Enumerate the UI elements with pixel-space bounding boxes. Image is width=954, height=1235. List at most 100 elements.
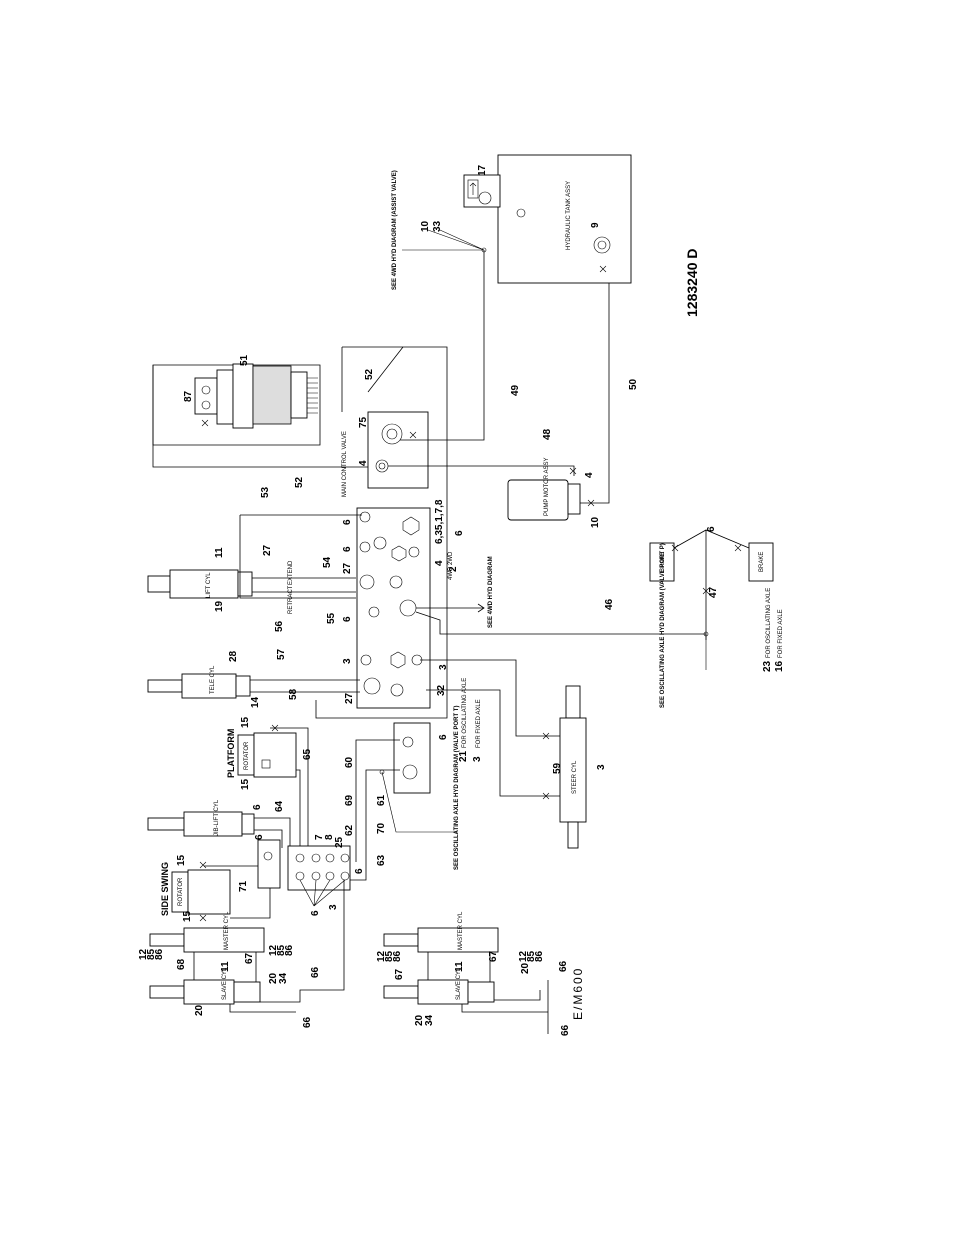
callout-23: 23 — [762, 660, 773, 672]
callout-3-steer: 3 — [596, 764, 607, 770]
svg-text:MASTER CYL: MASTER CYL — [458, 911, 464, 950]
callout-57: 57 — [276, 648, 287, 660]
note-see-osc-valve-t: SEE OSCILLATING AXLE HYD DIAGRAM (VALVE … — [454, 706, 460, 870]
callout-15-plat-b: 15 — [240, 778, 251, 790]
callout-63: 63 — [376, 854, 387, 866]
callout-71: 71 — [238, 880, 249, 892]
callout-9: 9 — [590, 222, 601, 228]
callout-48: 48 — [542, 428, 553, 440]
tele-cylinder: TELE CYL — [147, 665, 251, 699]
svg-text:MASTER CYL: MASTER CYL — [224, 911, 230, 950]
callout-51: 51 — [239, 354, 250, 366]
svg-text:BRAKE: BRAKE — [660, 552, 666, 572]
extend-label: EXTEND — [288, 560, 294, 585]
callout-85-d: 85 — [526, 950, 537, 962]
callout-20-d: 20 — [414, 1014, 425, 1026]
callout-12-d: 12 — [518, 950, 529, 962]
callout-19: 19 — [214, 600, 225, 612]
side-swing-rotator: ROTATOR — [171, 869, 231, 915]
callout-20-c: 20 — [520, 962, 531, 974]
callout-10-tank: 10 — [420, 220, 431, 232]
callout-8: 8 — [324, 834, 335, 840]
callout-12-b: 12 — [268, 944, 279, 956]
label-fixed-axle-a: FOR FIXED AXLE — [778, 609, 784, 658]
callout-86-d: 86 — [534, 950, 545, 962]
callout-14: 14 — [250, 696, 261, 708]
drawing-number: 1283240 D — [684, 248, 700, 317]
callout-2: 2 — [448, 566, 459, 572]
callout-10-pump: 10 — [590, 516, 601, 528]
note-see-4wd-assist: SEE 4WD HYD DIAGRAM (ASSIST VALVE) — [392, 170, 398, 290]
callout-52b: 52 — [294, 476, 305, 488]
callout-59: 59 — [552, 762, 563, 774]
callout-6-a: 6 — [342, 519, 353, 525]
svg-text:SLAVE CYL: SLAVE CYL — [456, 967, 462, 1000]
tank-label: HYDRAULIC TANK ASSY — [566, 181, 572, 250]
callout-3-a: 3 — [342, 658, 353, 664]
callout-4-pump: 4 — [584, 472, 595, 478]
note-see-4wd-hyd: SEE 4WD HYD DIAGRAM — [488, 556, 494, 628]
svg-text:BRAKE: BRAKE — [759, 552, 765, 572]
callout-68: 68 — [176, 958, 187, 970]
label-fixed-axle-b: FOR FIXED AXLE — [476, 699, 482, 748]
callout-27-b: 27 — [344, 692, 355, 704]
callout-66-c: 66 — [558, 960, 569, 972]
main-valve-label: MAIN CONTROL VALVE — [342, 431, 348, 497]
label-osc-axle-a: FOR OSCILLATING AXLE — [766, 588, 772, 658]
svg-text:ROTATOR: ROTATOR — [178, 877, 184, 906]
hydraulic-tank: HYDRAULIC TANK ASSY — [463, 154, 632, 284]
callout-3-osc: 3 — [472, 756, 483, 762]
callout-20-b: 20 — [194, 1004, 205, 1016]
callout-54: 54 — [322, 556, 333, 568]
svg-text:ROTATOR: ROTATOR — [244, 741, 250, 770]
callout-15-ss-b: 15 — [182, 910, 193, 922]
callout-49: 49 — [510, 384, 521, 396]
rotary-actuator — [194, 363, 318, 429]
master-slave-assembly-2: MASTER CYL SLAVE CYL — [383, 911, 548, 1013]
callout-6-jib: 6 — [252, 804, 263, 810]
svg-text:JIB-LIFT CYL: JIB-LIFT CYL — [214, 799, 220, 836]
callout-87: 87 — [183, 390, 194, 402]
callout-4-valve: 4 — [358, 460, 369, 466]
callout-3-jibblock: 3 — [328, 904, 339, 910]
callout-6-c: 6 — [454, 530, 465, 536]
callout-75: 75 — [358, 416, 369, 428]
retract-label: RETRACT — [288, 585, 294, 614]
callout-6-jibblock: 6 — [254, 834, 265, 840]
callout-60: 60 — [344, 756, 355, 768]
callout-85-b: 85 — [276, 944, 287, 956]
callout-27-a: 27 — [342, 562, 353, 574]
label-osc-axle-b: FOR OSCILLATING AXLE — [462, 678, 468, 748]
callout-27-c: 27 — [262, 544, 273, 556]
side-swing-title: SIDE SWING — [160, 862, 170, 916]
callout-7: 7 — [314, 834, 325, 840]
svg-text:SEE 4WD HYD DIAGRAM (ASSIST VA: SEE 4WD HYD DIAGRAM (ASSIST VALVE) — [392, 170, 398, 290]
callout-12-a: 12 — [138, 948, 149, 960]
platform-title: PLATFORM — [226, 729, 236, 778]
platform-rotator: ROTATOR — [237, 732, 297, 778]
model-text: E/M600 — [571, 967, 585, 1020]
brake-right: BRAKE — [748, 542, 774, 582]
callout-20-a: 20 — [268, 972, 279, 984]
callout-34-a: 34 — [278, 972, 289, 984]
callout-69: 69 — [344, 794, 355, 806]
callout-6-d: 6 — [342, 616, 353, 622]
pump-motor: PUMP MOTOR ASSY — [507, 458, 581, 521]
callout-66-a: 66 — [310, 966, 321, 978]
callout-6-osc: 6 — [438, 734, 449, 740]
oscillating-manifold — [393, 722, 431, 794]
svg-text:SLAVE CYL: SLAVE CYL — [222, 967, 228, 1000]
callout-15-plat-a: 15 — [240, 716, 251, 728]
master-slave-assembly-1: MASTER CYL SLAVE CYL — [149, 880, 345, 1013]
callout-11-b: 11 — [454, 961, 465, 972]
jib-lift-cylinder: JIB-LIFT CYL — [147, 799, 255, 837]
callout-86-c: 86 — [392, 950, 403, 962]
callout-66-d: 66 — [560, 1024, 571, 1036]
callout-47: 47 — [708, 586, 719, 598]
callout-33: 33 — [432, 220, 443, 232]
callout-52: 52 — [364, 368, 375, 380]
svg-text:TELE CYL: TELE CYL — [210, 665, 216, 694]
callout-3-b: 3 — [438, 664, 449, 670]
callout-16: 16 — [774, 660, 785, 672]
